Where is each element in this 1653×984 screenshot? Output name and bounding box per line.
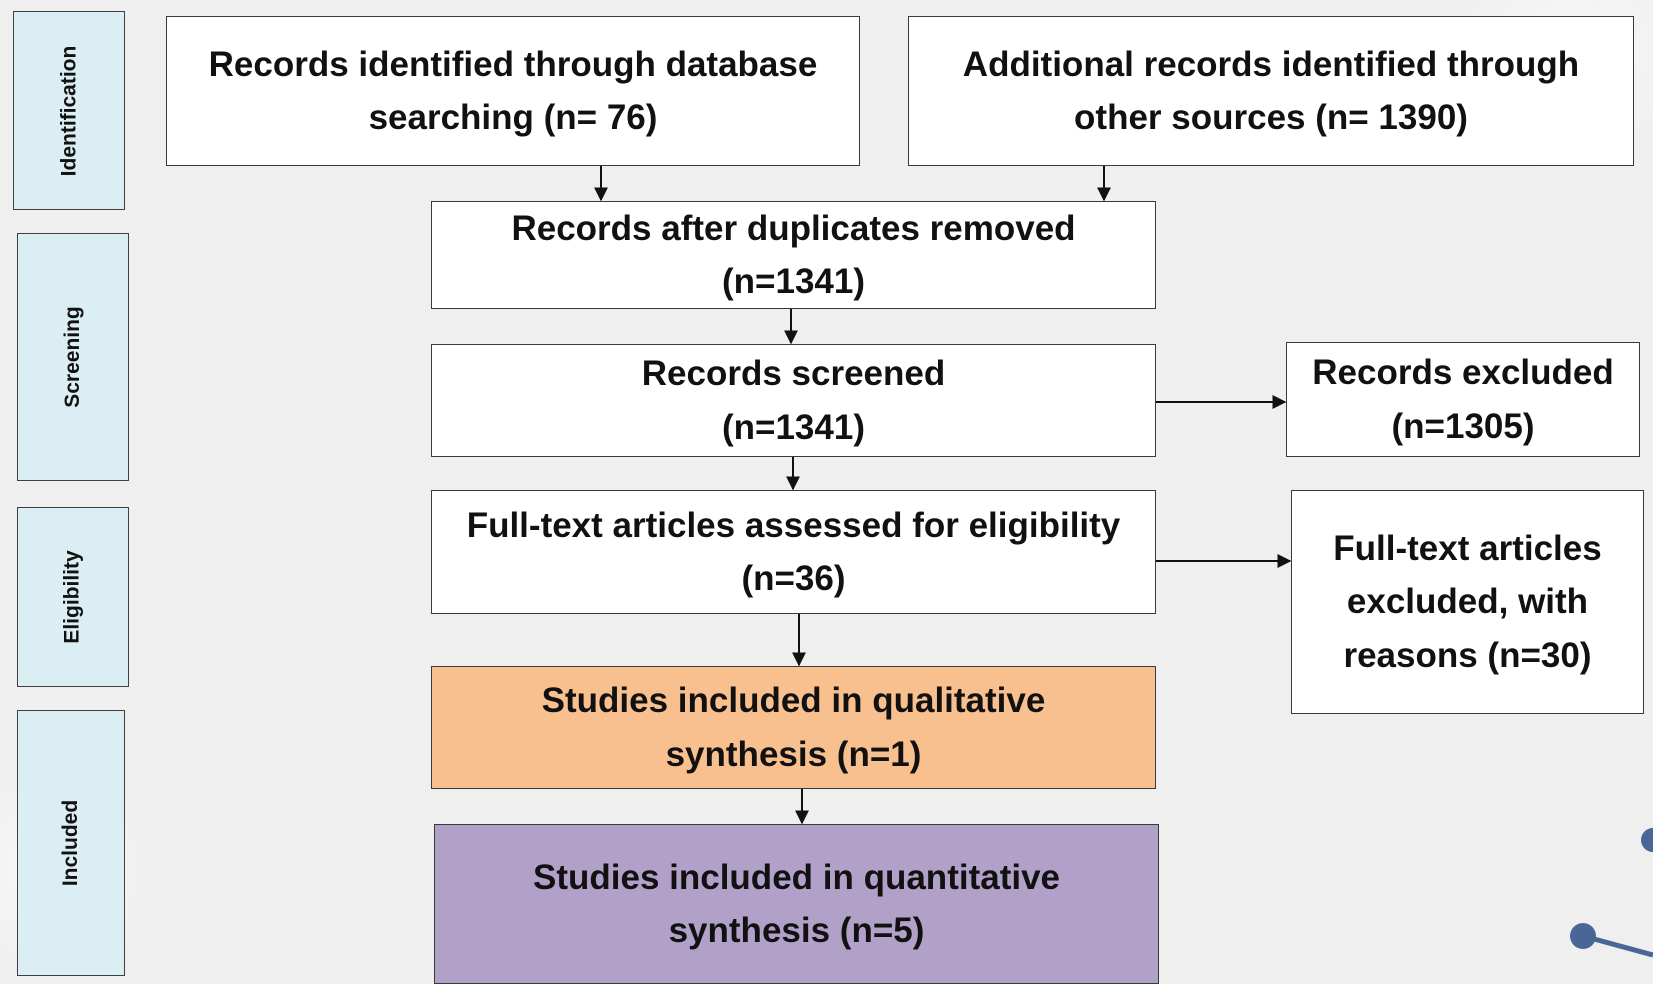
box-after-duplicates: Records after duplicates removed (n=1341…: [431, 201, 1156, 309]
phase-identification: Identification: [13, 11, 125, 210]
box-fulltext-assessed: Full-text articles assessed for eligibil…: [431, 490, 1156, 614]
phase-screening: Screening: [17, 233, 129, 481]
box-records-screened-text: Records screened (n=1341): [641, 354, 946, 447]
box-fulltext-excluded-text: Full-text articles excluded, with reason…: [1333, 529, 1602, 675]
box-after-duplicates-text: Records after duplicates removed (n=1341…: [511, 208, 1076, 301]
box-qualitative-synthesis: Studies included in qualitative synthesi…: [431, 666, 1156, 789]
box-records-screened: Records screened (n=1341): [431, 344, 1156, 457]
box-quantitative-synthesis-text: Studies included in quantitative synthes…: [533, 857, 1060, 950]
box-records-excluded: Records excluded (n=1305): [1286, 342, 1640, 457]
box-database-records-text: Records identified through database sear…: [208, 44, 818, 137]
box-fulltext-excluded: Full-text articles excluded, with reason…: [1291, 490, 1644, 714]
box-quantitative-synthesis: Studies included in quantitative synthes…: [434, 824, 1159, 984]
decorative-molecule-icon: [1570, 828, 1653, 958]
phase-eligibility: Eligibility: [17, 507, 129, 687]
box-records-excluded-text: Records excluded (n=1305): [1312, 353, 1614, 446]
box-qualitative-synthesis-text: Studies included in qualitative synthesi…: [541, 681, 1046, 774]
box-other-sources: Additional records identified through ot…: [908, 16, 1634, 166]
box-fulltext-assessed-text: Full-text articles assessed for eligibil…: [466, 505, 1121, 598]
box-other-sources-text: Additional records identified through ot…: [962, 44, 1580, 137]
box-database-records: Records identified through database sear…: [166, 16, 860, 166]
